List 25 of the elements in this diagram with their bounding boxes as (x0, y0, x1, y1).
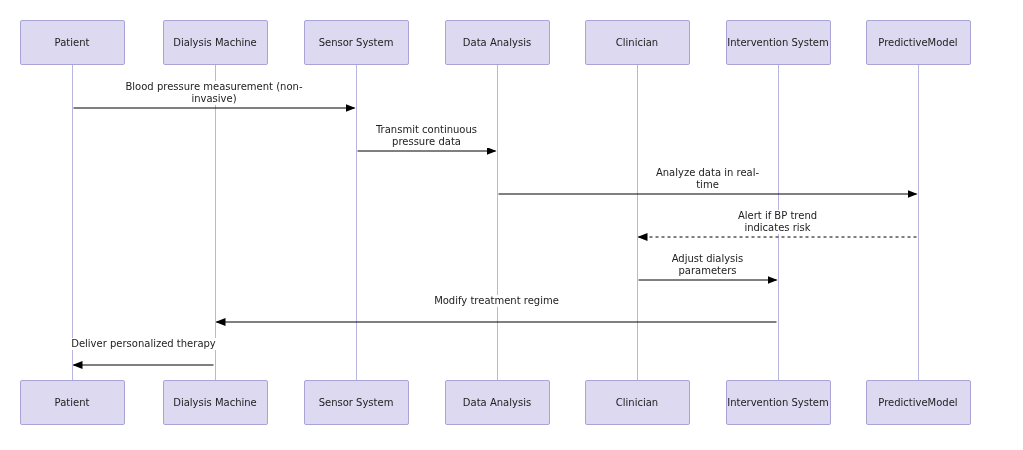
message-arrow (73, 104, 356, 112)
participant-box: PredictiveModel (865, 20, 971, 65)
lifeline (354, 65, 358, 380)
participant-box: Data Analysis (444, 20, 550, 65)
message-arrow (72, 361, 214, 369)
message-arrow (638, 276, 778, 284)
participant-box: Sensor System (303, 20, 409, 65)
message-arrow (215, 318, 777, 326)
lifeline (70, 65, 74, 380)
participant-box: Intervention System (725, 20, 831, 65)
participant-box: Patient (19, 380, 125, 425)
message-arrow (357, 147, 497, 155)
participant-box: Patient (19, 20, 125, 65)
participant-box: Clinician (584, 380, 690, 425)
message-arrow (637, 233, 917, 241)
participant-box: Data Analysis (444, 380, 550, 425)
message-arrow (498, 190, 918, 198)
participant-box: Clinician (584, 20, 690, 65)
participant-box: PredictiveModel (865, 380, 971, 425)
participant-box: Dialysis Machine (162, 380, 268, 425)
lifeline (916, 65, 920, 380)
lifeline (635, 65, 639, 380)
participant-box: Sensor System (303, 380, 409, 425)
participant-box: Intervention System (725, 380, 831, 425)
participant-box: Dialysis Machine (162, 20, 268, 65)
